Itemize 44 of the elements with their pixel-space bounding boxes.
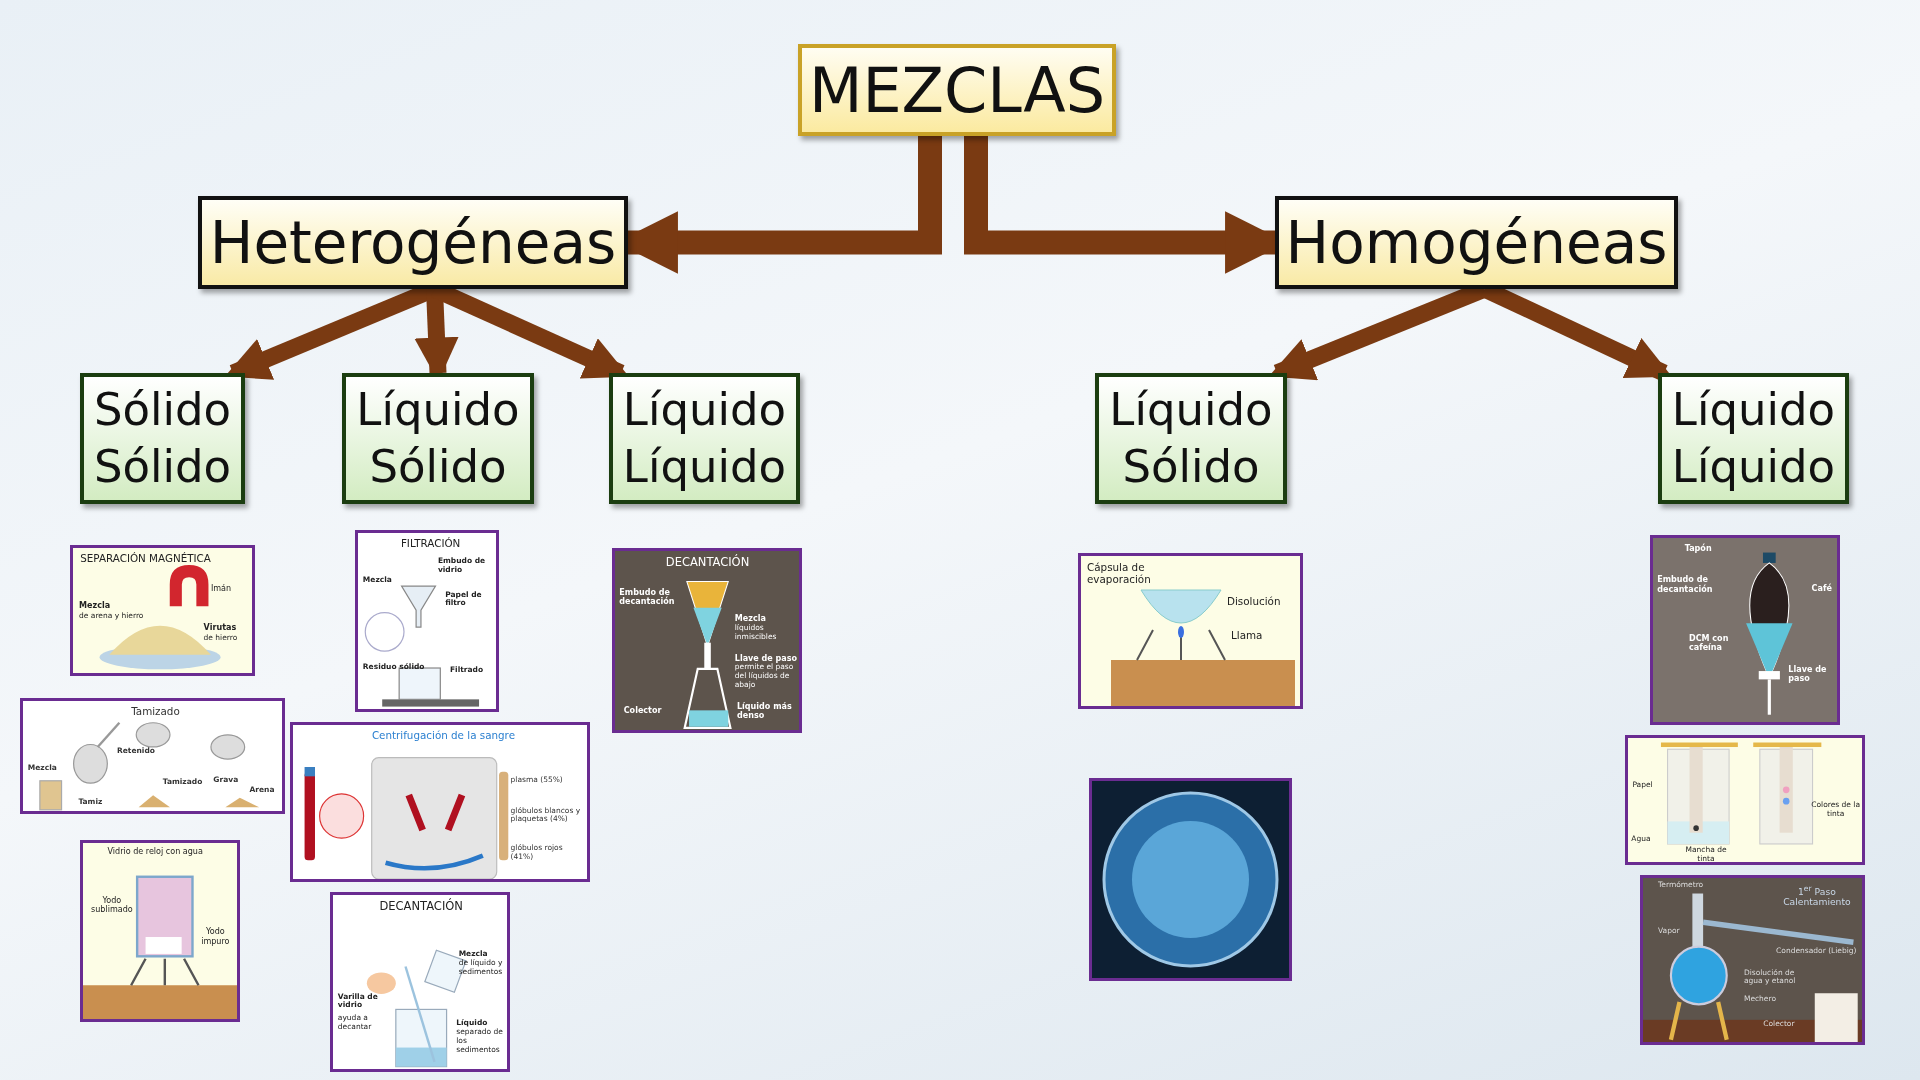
concept-box: Homogéneas bbox=[1275, 196, 1678, 289]
concept-box: Líquido Líquido bbox=[1658, 373, 1849, 504]
callout-label: Llave de paso bbox=[1788, 664, 1828, 684]
callout-label: Imán bbox=[210, 584, 233, 594]
picture-title: FILTRACIÓN bbox=[399, 537, 462, 550]
picture-title: Centrifugación de la sangre bbox=[370, 729, 516, 742]
callout-label: Mezcla bbox=[79, 601, 112, 611]
illustration-card bbox=[290, 722, 590, 882]
callout-label: Virutas bbox=[203, 623, 238, 633]
callout-label: Mezcla bbox=[734, 614, 767, 624]
callout-label: Líquido más denso bbox=[736, 701, 793, 721]
concept-box: Heterogéneas bbox=[198, 196, 628, 289]
callout-label: Yodo impuro bbox=[200, 927, 231, 946]
callout-label: Llave de paso bbox=[734, 653, 799, 663]
illustration-card bbox=[20, 698, 285, 814]
callout-label: Llama bbox=[1231, 630, 1264, 642]
callout-label: Embudo de decantación bbox=[619, 588, 676, 607]
picture-title: SEPARACIÓN MAGNÉTICA bbox=[80, 552, 212, 565]
illustration-card bbox=[330, 892, 510, 1072]
illustration-card bbox=[80, 840, 240, 1022]
concept-box: Líquido Sólido bbox=[1095, 373, 1287, 504]
callout-label: Café bbox=[1811, 583, 1833, 593]
concept-box: Líquido Líquido bbox=[609, 373, 800, 504]
illustration-card bbox=[70, 545, 255, 676]
callout-label: Colector bbox=[623, 706, 663, 716]
picture-title: DECANTACIÓN bbox=[378, 899, 464, 913]
illustration-card bbox=[1650, 535, 1840, 725]
concept-box: Líquido Sólido bbox=[342, 373, 534, 504]
callout-label: Disolución bbox=[1227, 596, 1282, 608]
callout-label: Yodo sublimado bbox=[90, 896, 134, 915]
callout-label: Embudo de decantación bbox=[1657, 575, 1714, 594]
callout-label: 1$^{er}$ Paso Calentamiento bbox=[1782, 884, 1852, 908]
illustration-card bbox=[1625, 735, 1865, 865]
picture-title: Tamizado bbox=[130, 705, 181, 718]
callout-label: DCM con cafeína bbox=[1688, 633, 1730, 653]
illustration-card bbox=[612, 548, 802, 733]
concept-box: MEZCLAS bbox=[798, 44, 1116, 136]
concept-box: Sólido Sólido bbox=[80, 373, 245, 504]
illustration-card bbox=[355, 530, 499, 712]
illustration-card bbox=[1078, 553, 1303, 709]
callout-label: Tapón bbox=[1684, 544, 1713, 554]
callout-label: Vidrio de reloj con agua bbox=[107, 846, 204, 856]
picture-title: Cápsula de evaporación bbox=[1087, 562, 1152, 586]
picture-title: DECANTACIÓN bbox=[664, 556, 751, 570]
